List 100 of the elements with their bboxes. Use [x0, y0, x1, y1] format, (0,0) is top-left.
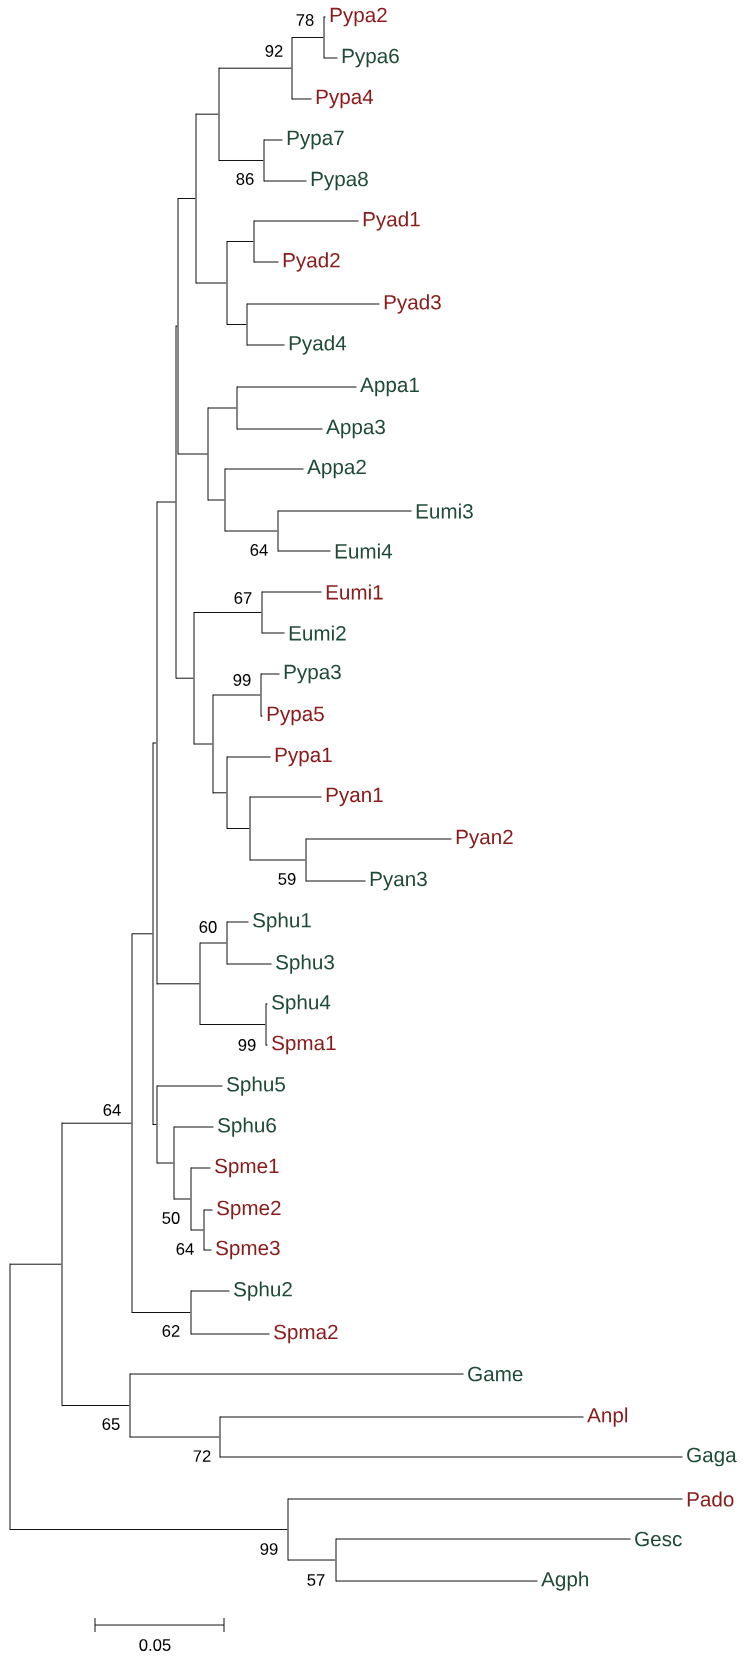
- bootstrap-value: 64: [250, 544, 268, 556]
- taxon-label: Spma1: [272, 1035, 336, 1055]
- branch-line: [265, 1044, 268, 1046]
- branch-line: [226, 963, 272, 965]
- branch-line: [218, 67, 292, 69]
- bootstrap-value: 50: [162, 1212, 180, 1224]
- branch-line: [199, 1024, 266, 1025]
- branch-line: [224, 530, 278, 532]
- taxon-label: Sphu5: [227, 1076, 285, 1096]
- bootstrap-value: 60: [199, 921, 217, 933]
- taxon-label: Pypa7: [287, 130, 344, 150]
- branch-line: [131, 933, 153, 935]
- taxon-label: Pyad3: [384, 294, 441, 314]
- taxon-label: Pypa1: [275, 747, 332, 767]
- branch-line: [253, 261, 279, 263]
- branch-line: [212, 792, 227, 794]
- bootstrap-value: 86: [236, 173, 254, 185]
- taxon-label: Appa3: [326, 419, 385, 439]
- taxon-label: Pypa2: [330, 7, 387, 27]
- branch-line: [195, 113, 219, 115]
- taxon-label: Pypa8: [311, 171, 368, 191]
- taxon-label: Pypa3: [284, 664, 341, 684]
- taxon-label: Spme1: [215, 1158, 279, 1178]
- bootstrap-value: 99: [260, 1543, 278, 1555]
- branch-line: [226, 756, 271, 758]
- bootstrap-value: 59: [278, 873, 296, 885]
- taxon-label: Appa1: [360, 377, 419, 397]
- branch-line: [305, 838, 452, 840]
- branch-line: [260, 715, 263, 717]
- taxon-label: Sphu6: [218, 1117, 276, 1137]
- taxon-label: Pyad2: [283, 252, 340, 272]
- bootstrap-value: 57: [307, 1574, 325, 1586]
- taxon-label: Game: [468, 1366, 523, 1382]
- branch-line: [249, 859, 306, 861]
- branch-line: [193, 743, 213, 745]
- taxon-label: Pado: [687, 1491, 734, 1507]
- branch-line: [291, 98, 312, 100]
- branch-line: [287, 1498, 683, 1500]
- branch-line: [236, 428, 323, 430]
- branch-line: [219, 1456, 683, 1458]
- taxon-label: Sphu2: [234, 1281, 292, 1301]
- taxon-label: Spme3: [216, 1240, 280, 1260]
- branch-line: [207, 499, 225, 501]
- branch-line: [156, 1162, 174, 1164]
- branch-line: [129, 1373, 464, 1375]
- branch-line: [177, 453, 208, 455]
- branch-line: [212, 694, 261, 696]
- branch-line: [335, 1538, 631, 1540]
- taxon-label: Eumi3: [416, 503, 473, 519]
- branch-line: [263, 139, 283, 141]
- taxon-label: Pypa6: [342, 48, 399, 68]
- bootstrap-value: 64: [176, 1243, 194, 1255]
- branch-line: [323, 57, 338, 59]
- branch-line: [9, 1529, 288, 1530]
- branch-line: [175, 325, 178, 327]
- branch-line: [190, 1167, 211, 1169]
- branch-line: [246, 344, 285, 346]
- branch-line: [261, 591, 322, 593]
- branch-line: [305, 880, 366, 882]
- branch-line: [199, 942, 227, 944]
- branch-line: [323, 16, 326, 18]
- bootstrap-value: 99: [238, 1039, 256, 1051]
- branch-line: [226, 921, 249, 923]
- branch-line: [156, 983, 200, 985]
- branch-line: [61, 1405, 130, 1406]
- branch-line: [335, 1580, 538, 1582]
- taxon-label: Eumi2: [289, 625, 346, 641]
- scale-label: 0.05: [139, 1639, 171, 1651]
- taxon-label: Pypa4: [316, 89, 374, 109]
- bootstrap-value: 64: [103, 1104, 121, 1116]
- branch-line: [173, 1126, 214, 1128]
- branch-line: [218, 160, 264, 161]
- bootstrap-value: 78: [296, 14, 314, 26]
- branch-line: [226, 241, 254, 242]
- bootstrap-value: 62: [162, 1325, 180, 1337]
- taxon-label: Pypa5: [267, 706, 324, 726]
- taxon-label: Agph: [541, 1571, 588, 1591]
- branch-line: [129, 1436, 220, 1438]
- bootstrap-value: 67: [234, 592, 252, 604]
- taxon-label: Pyan3: [370, 871, 427, 891]
- branch-line: [152, 1124, 157, 1125]
- branch-line: [226, 324, 247, 325]
- bootstrap-value: 92: [265, 45, 283, 57]
- branch-line: [173, 1198, 191, 1200]
- branch-line: [277, 550, 331, 552]
- branch-line: [177, 198, 196, 199]
- taxon-label: Appa2: [307, 459, 366, 479]
- taxon-label: Eumi4: [335, 543, 393, 559]
- branch-line: [131, 1312, 191, 1313]
- branch-line: [61, 1122, 132, 1124]
- branch-line: [261, 632, 285, 634]
- taxon-label: Pyan1: [326, 787, 383, 807]
- taxon-label: Eumi1: [326, 584, 383, 600]
- taxon-label: Sphu3: [276, 954, 334, 974]
- branch-line: [152, 742, 157, 744]
- branch-line: [260, 673, 280, 675]
- branch-line: [236, 386, 357, 388]
- branch-line: [156, 501, 176, 503]
- taxon-label: Sphu4: [272, 994, 331, 1014]
- bootstrap-value: 99: [233, 674, 251, 686]
